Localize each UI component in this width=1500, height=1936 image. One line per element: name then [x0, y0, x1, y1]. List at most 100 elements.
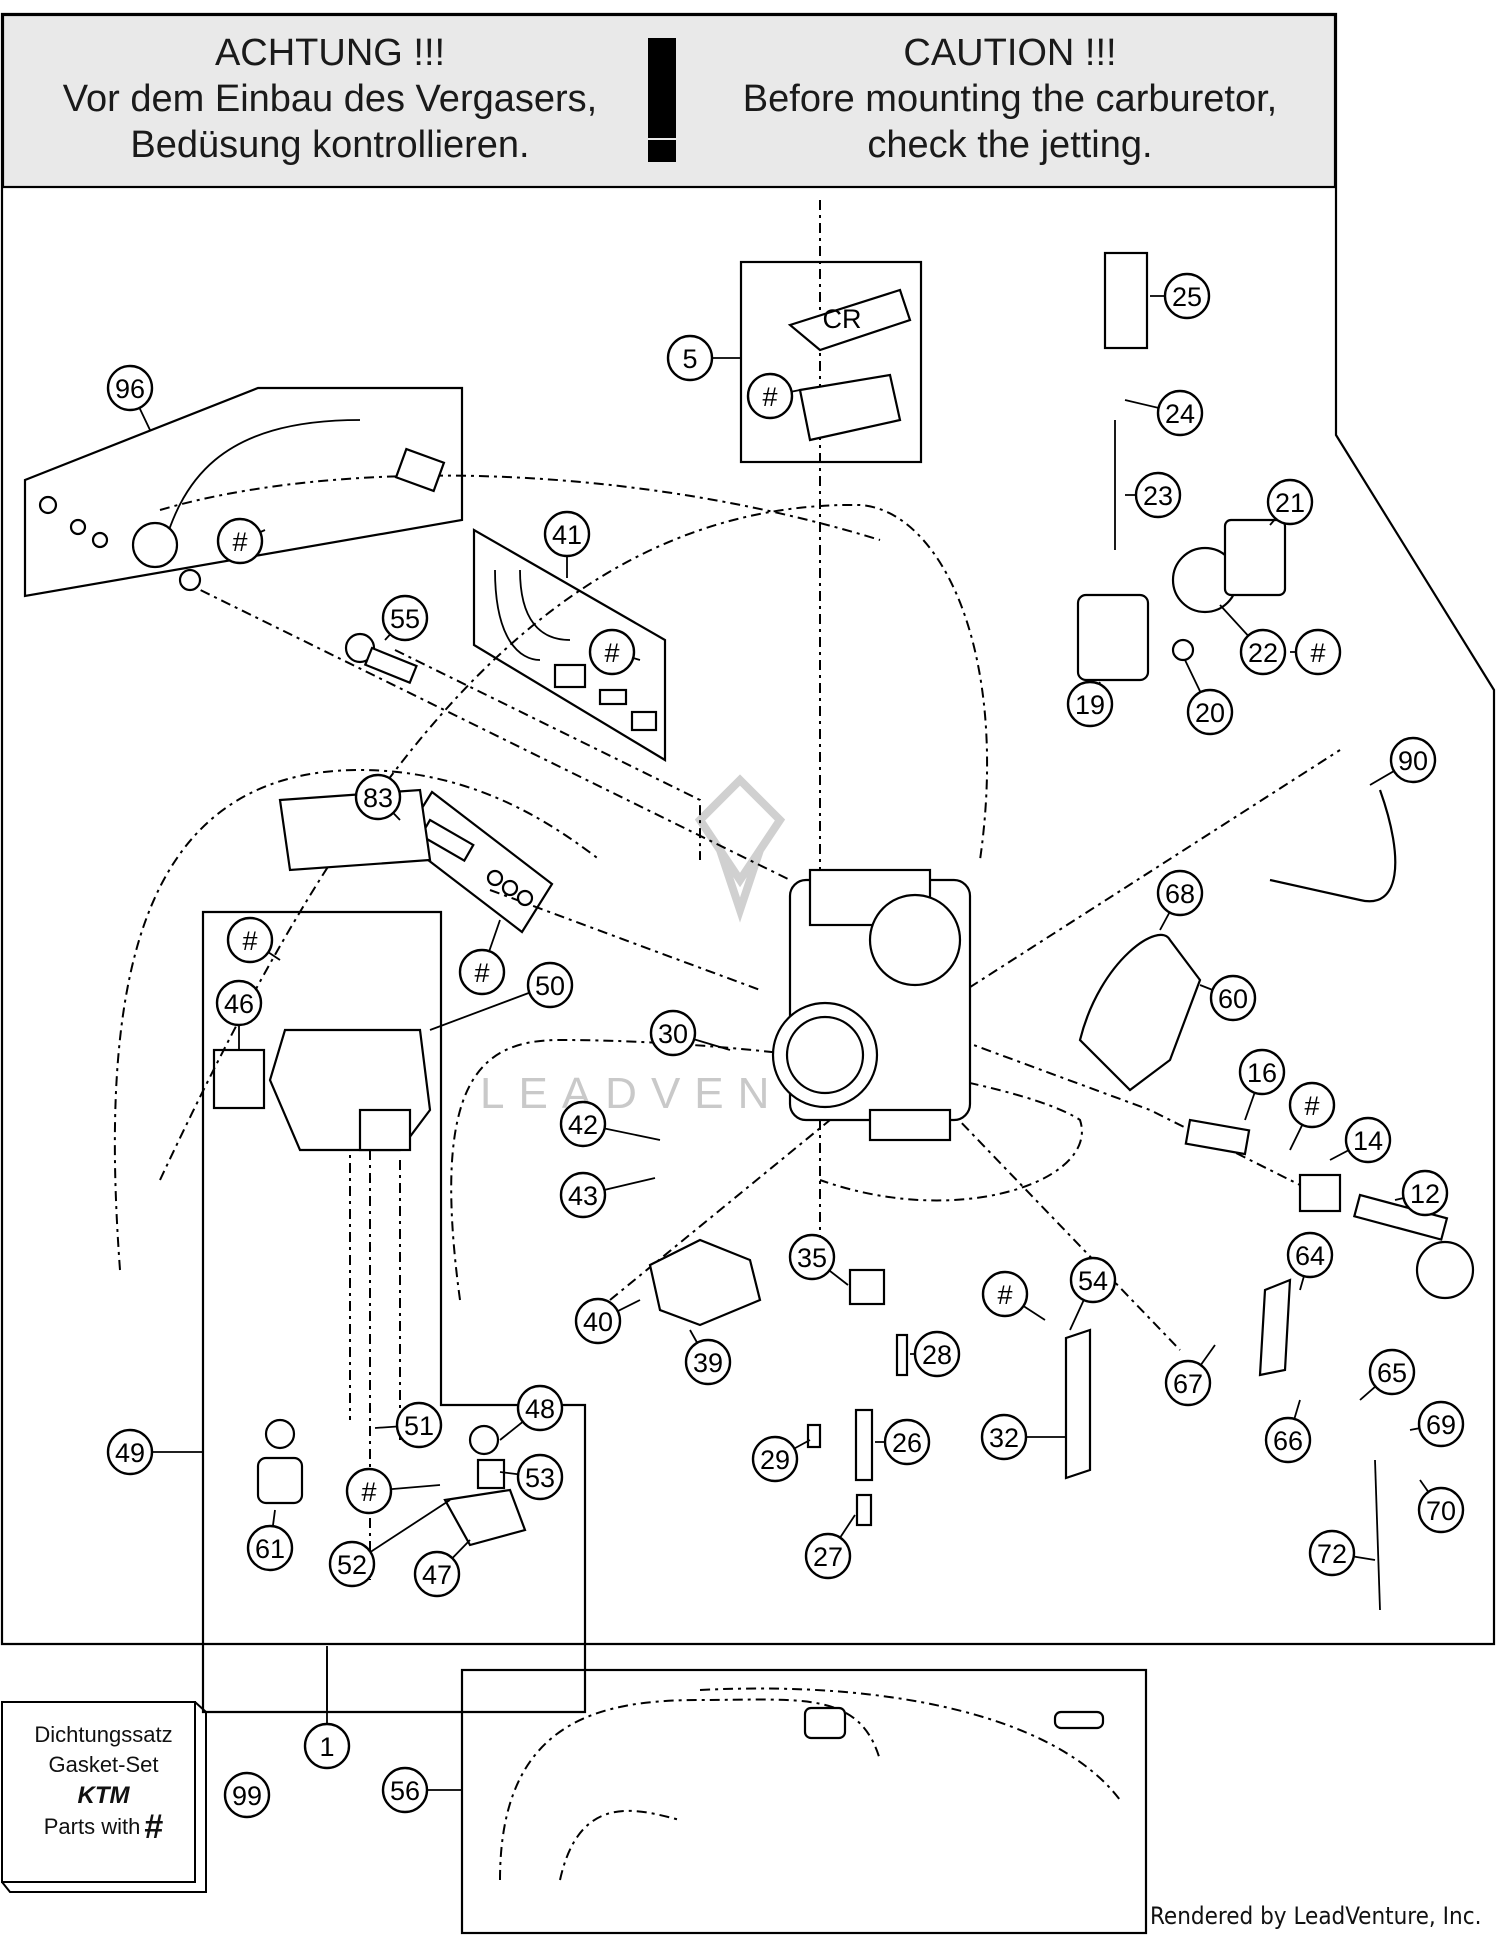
throttle-12-part	[1352, 1193, 1449, 1241]
fitting-41-part	[494, 569, 658, 732]
callout-52-label: 52	[337, 1550, 367, 1580]
callout-42-label: 42	[568, 1110, 598, 1140]
tube-56-part	[1053, 1710, 1105, 1730]
callout-61-circle	[246, 1524, 294, 1572]
callout-1-label: 1	[319, 1732, 334, 1762]
callout-39-circle	[684, 1338, 732, 1386]
callout-29-circle	[751, 1435, 799, 1483]
callout-28: 28	[910, 1330, 961, 1378]
top-cover-part: CR	[787, 288, 912, 442]
hash-callout-6-circle	[1294, 628, 1342, 676]
callout-72: 72	[1308, 1529, 1376, 1577]
cable-route-a	[113, 768, 601, 1271]
callout-21-label: 21	[1275, 488, 1305, 518]
callout-21-circle	[1266, 478, 1314, 526]
callout-49-label: 49	[115, 1438, 145, 1468]
callout-19-circle	[1066, 680, 1114, 728]
callout-43-circle	[559, 1171, 607, 1219]
hash-callout-9-circle	[345, 1467, 393, 1515]
callout-96-circle	[106, 364, 154, 412]
washer-48-part	[468, 1424, 500, 1456]
hash-callout-4-label: #	[242, 926, 257, 956]
box-25	[1103, 251, 1149, 350]
callout-47: 47	[413, 1539, 471, 1598]
callout-24-circle	[1156, 389, 1204, 437]
hash-callout-5-label: #	[474, 958, 489, 988]
callout-52-circle	[328, 1540, 376, 1588]
hash-callout-8: #	[981, 1270, 1046, 1321]
callout-53: 53	[499, 1453, 564, 1501]
callout-56-circle	[381, 1766, 429, 1814]
callout-21: 21	[1266, 478, 1314, 526]
callout-27-circle	[804, 1532, 852, 1580]
callout-67: 67	[1164, 1344, 1216, 1407]
gasket-set-box-side	[1, 1701, 207, 1893]
hash-callout-9-label: #	[361, 1477, 376, 1507]
plug-61-part	[256, 1456, 304, 1505]
callout-51: 51	[374, 1401, 443, 1449]
jet-35-part	[848, 1268, 886, 1306]
callout-55-label: 55	[390, 604, 420, 634]
callout-5-label: 5	[682, 344, 697, 374]
callout-66: 66	[1264, 1399, 1312, 1464]
callout-26-label: 26	[892, 1428, 922, 1458]
callout-99: 99	[223, 1771, 271, 1819]
gasket-set-label: Dichtungssatz Gasket-Set KTM Parts with#	[2, 1702, 205, 1882]
callout-65: 65	[1359, 1348, 1416, 1401]
callout-99-label: 99	[232, 1781, 262, 1811]
spring-53-part	[476, 1458, 506, 1490]
callout-23: 23	[1125, 471, 1182, 519]
callout-30-label: 30	[658, 1019, 688, 1049]
callout-20-circle	[1186, 688, 1234, 736]
callout-16-label: 16	[1247, 1058, 1277, 1088]
callout-19: 19	[1066, 680, 1114, 728]
callout-50: 50	[429, 961, 574, 1031]
callout-60-circle	[1209, 974, 1257, 1022]
callout-22-label: 22	[1248, 638, 1278, 668]
callout-70: 70	[1417, 1479, 1465, 1534]
callout-70-circle	[1417, 1486, 1465, 1534]
screw-55-part	[344, 632, 418, 685]
callout-23-label: 23	[1143, 481, 1173, 511]
hash-callout-7: #	[1288, 1081, 1336, 1151]
callout-53-label: 53	[525, 1463, 555, 1493]
callout-90-circle	[1389, 736, 1437, 784]
callout-41: 41	[543, 510, 591, 578]
box-46	[212, 1048, 266, 1110]
callout-14: 14	[1329, 1116, 1392, 1164]
callout-66-circle	[1264, 1416, 1312, 1464]
dash-leader-6	[929, 1089, 1181, 1351]
hash-callout-8-circle	[981, 1270, 1029, 1318]
line-90-part	[1269, 789, 1397, 903]
hash-callout-2-label: #	[232, 527, 247, 557]
jet-28-part	[895, 1333, 909, 1377]
callout-40-label: 40	[583, 1307, 613, 1337]
callout-47-circle	[413, 1550, 461, 1598]
warning-en-line2: check the jetting.	[867, 124, 1153, 166]
callout-12: 12	[1394, 1169, 1449, 1217]
watermark-logo	[694, 774, 786, 923]
warning-en-title: CAUTION !!!	[903, 32, 1117, 74]
callout-48-label: 48	[525, 1394, 555, 1424]
callout-40-circle	[574, 1297, 622, 1345]
sensor-part	[38, 419, 446, 592]
callout-26: 26	[875, 1418, 931, 1466]
callout-16-circle	[1238, 1048, 1286, 1096]
washer-20-part	[1171, 638, 1195, 662]
hash-callout-3-circle	[588, 628, 636, 676]
screw-83-part	[419, 818, 534, 907]
callout-20: 20	[1184, 659, 1234, 736]
sleeve-56-part	[803, 1706, 847, 1740]
callout-41-circle	[543, 510, 591, 558]
dash-56-c	[559, 1809, 681, 1881]
jet-27-part	[855, 1493, 873, 1527]
hash-callout-4-circle	[226, 916, 274, 964]
callout-48: 48	[499, 1384, 564, 1441]
callout-54-circle	[1069, 1256, 1117, 1304]
box-32	[1064, 1328, 1092, 1480]
callout-22: 22	[1219, 604, 1287, 676]
callout-68-label: 68	[1165, 879, 1195, 909]
gasket-hash: #	[144, 1808, 164, 1846]
hash-callout-8-label: #	[997, 1280, 1012, 1310]
